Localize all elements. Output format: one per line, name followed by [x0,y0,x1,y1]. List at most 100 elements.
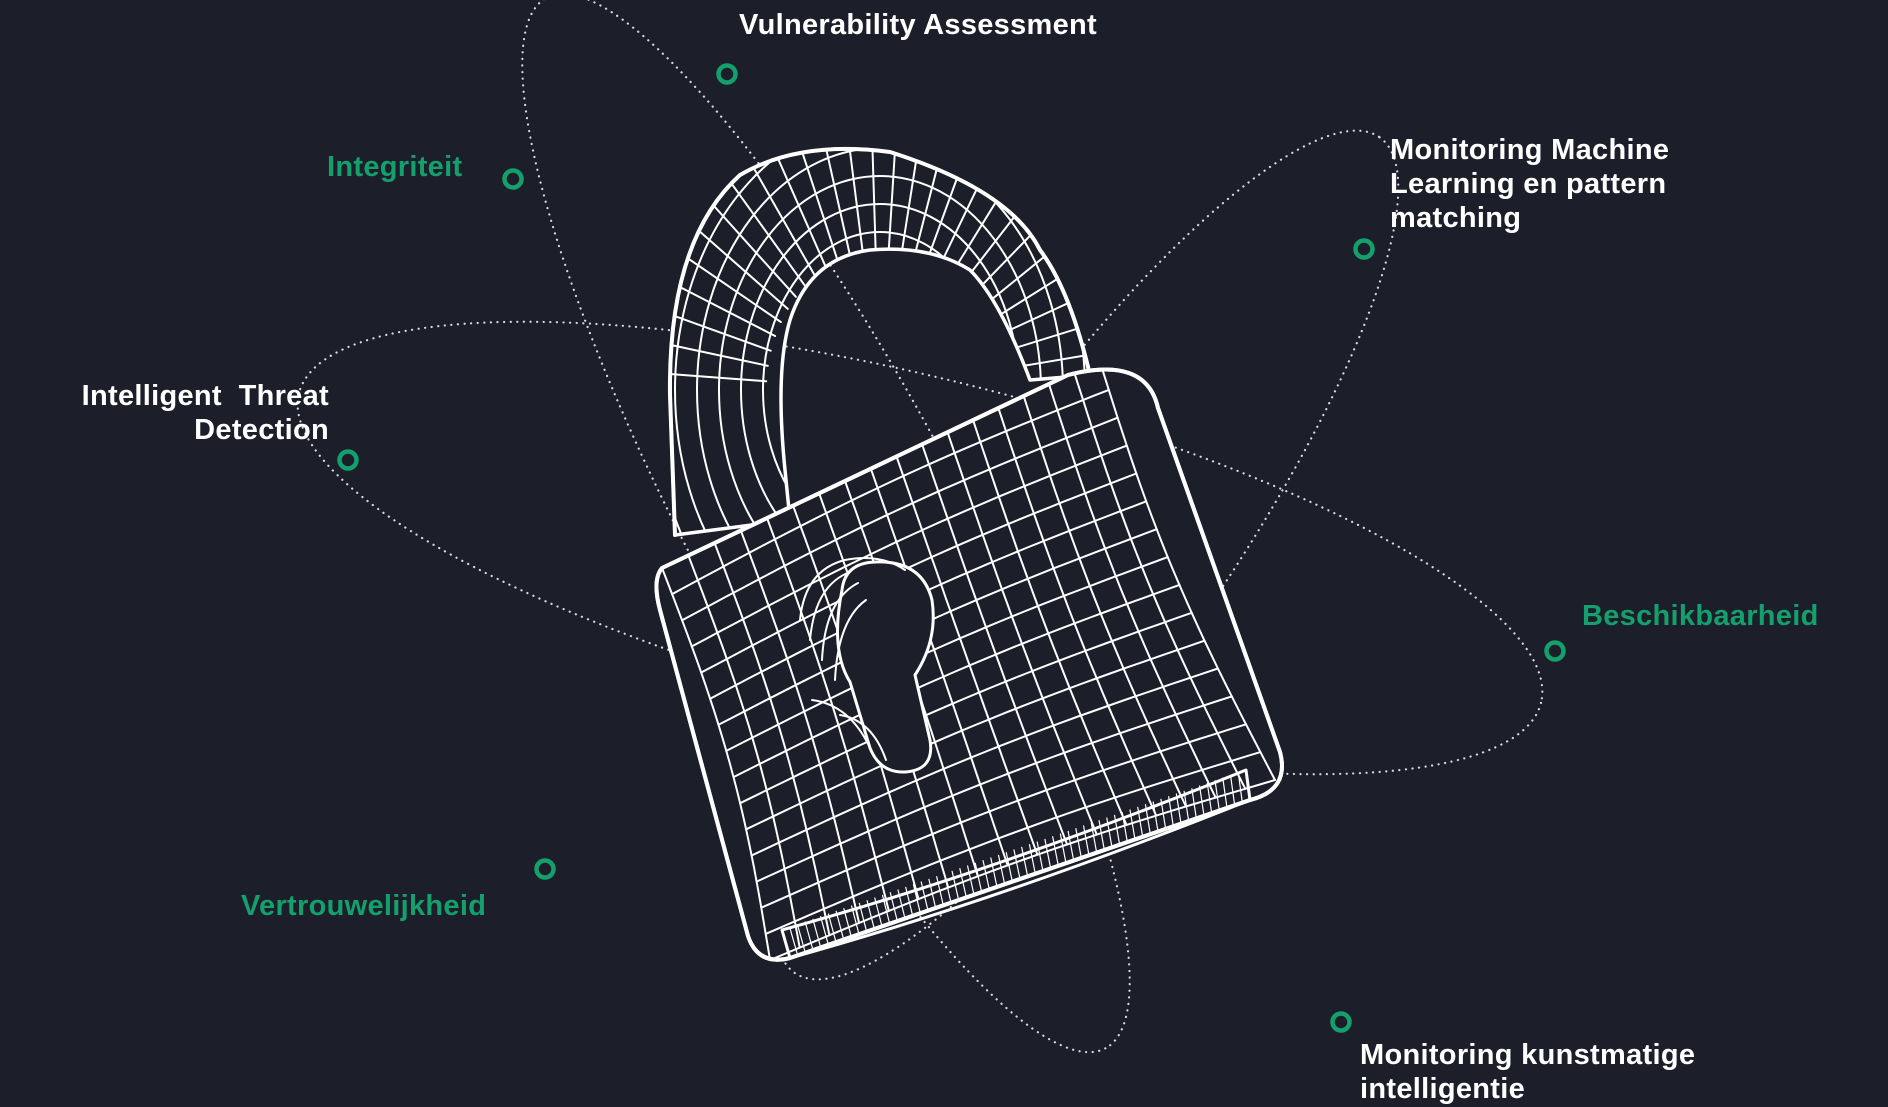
orbit-node-ring-icon [1544,640,1566,662]
label-vertrouwelijkheid-text: Vertrouwelijkheid [241,890,487,922]
shackle-mesh-line [729,180,807,287]
padlock-mesh-line [760,723,1247,909]
padlock-mesh-line [796,924,806,954]
padlock-mesh-line [936,876,944,906]
padlock-mesh-line [1237,772,1243,804]
padlock-mesh-line [966,865,975,896]
padlock-mesh-line [1047,381,1217,799]
padlock-mesh-line [671,388,1110,596]
label-integriteit-text: Integriteit [327,151,463,183]
orbit-node-ring-icon [337,449,359,471]
padlock-mesh-line [1021,846,1029,877]
padlock-shackle [667,146,1092,537]
label-integriteit: Integriteit [327,150,462,184]
padlock-wireframe-icon [654,146,1284,962]
padlock-mesh-line [951,870,960,901]
padlock-mesh-line [1075,828,1082,859]
padlock-mesh-line [1222,777,1228,809]
shackle-mesh-line [900,148,924,256]
padlock-mesh-line [804,921,814,951]
padlock-mesh-line [835,910,845,941]
padlock-mesh-line [997,854,1006,885]
padlock-mesh-line [700,472,1138,674]
padlock-mesh-line [1021,392,1187,808]
shackle-mesh-line [710,202,797,298]
shackle-mesh-line [771,148,828,270]
padlock-mesh-line [820,916,829,946]
keyhole [799,557,935,774]
orbit-nodes [337,63,1566,1033]
label-beschikbaarheid: Beschikbaarheid [1582,599,1819,633]
label-threat-detection-line-2: Detection [194,414,329,446]
padlock-mesh-line [738,525,861,924]
padlock-mesh-line [1099,369,1276,781]
padlock-mesh-line [943,873,952,904]
padlock-mesh-line [1005,852,1013,883]
orbit-node-ring-icon [1353,238,1375,260]
padlock-mesh-line [764,751,1262,935]
padlock-mesh-line [755,695,1233,883]
padlock-mesh-line [827,913,837,943]
shackle-mesh-line [819,148,852,258]
padlock-body [654,367,1284,962]
padlock-mesh-line [725,556,1169,752]
padlock-mesh-line [1191,788,1197,820]
padlock-mesh-line [690,444,1128,648]
shackle-mesh-line [912,148,949,260]
padlock-mesh-line [970,413,1128,826]
padlock-mesh-line [732,583,1181,779]
padlock-mesh-line [1028,844,1036,875]
padlock-mesh-line [681,416,1119,622]
padlock-mesh-line [959,868,967,899]
padlock-mesh-line [739,611,1193,805]
padlock-mesh-line [918,436,1069,846]
padlock-mesh-line [892,448,1039,856]
padlock-mesh-line [1052,836,1059,867]
padlock-mesh-line [1206,782,1213,814]
padlock-mesh-line [769,779,1276,960]
shackle-mesh-line [694,226,789,310]
padlock-mesh-line [1013,849,1021,880]
orbit-node-ring-icon [502,168,524,190]
shackle-mesh-line [870,148,877,254]
padlock-mesh-line [1183,790,1190,822]
shackle-mesh-line [669,340,769,367]
label-monitoring-ml-line-2: Learning en pattern [1390,168,1667,200]
label-monitoring-kunstmatige-intelligentie: Monitoring kunstmatige intelligentie [1360,1038,1695,1106]
shackle-mesh-line [669,310,772,352]
padlock-mesh-line [944,424,1098,836]
padlock-mesh-line [974,862,983,893]
padlock-mesh-line [982,860,990,891]
padlock-mesh-line [1044,838,1052,870]
padlock-mesh-line [1214,780,1220,812]
label-vertrouwelijkheid: Vertrouwelijkheid [241,889,486,923]
padlock-mesh-line [717,528,1158,726]
padlock-mesh-line [712,539,831,937]
padlock-mesh-line [812,918,822,949]
padlock-mesh-line [1059,833,1067,864]
orbit-node-ring-icon [1330,1011,1352,1033]
shackle-mesh-line [795,148,839,263]
padlock-mesh-line [995,402,1158,817]
label-vulnerability-text: Vulnerability Assessment [739,9,1098,41]
padlock-mesh-line [764,511,890,912]
padlock-mesh-line [1073,371,1247,790]
orbit-node-ring-icon [716,63,738,85]
label-monitoring-ai-line-1: Monitoring kunstmatige [1360,1039,1696,1071]
padlock-mesh-line [990,857,998,888]
label-monitoring-ml-line-3: matching [1390,202,1522,234]
label-monitoring-machine-learning: Monitoring Machine Learning en pattern m… [1390,133,1669,235]
shackle-mesh-line [887,148,899,254]
shackle-mesh-line [669,281,777,337]
label-monitoring-ai-line-2: intelligentie [1360,1073,1526,1105]
shackle-mesh-line [844,148,864,255]
padlock-mesh-line [686,553,801,949]
padlock-mesh-line [1198,785,1205,817]
label-threat-detection-line-1: Intelligent Threat [81,380,329,412]
label-vulnerability-assessment: Vulnerability Assessment [739,8,1097,42]
padlock-mesh-line [661,567,771,960]
padlock-mesh-line [789,926,799,956]
padlock-mesh-line [867,460,1009,867]
label-beschikbaarheid-text: Beschikbaarheid [1582,600,1819,632]
